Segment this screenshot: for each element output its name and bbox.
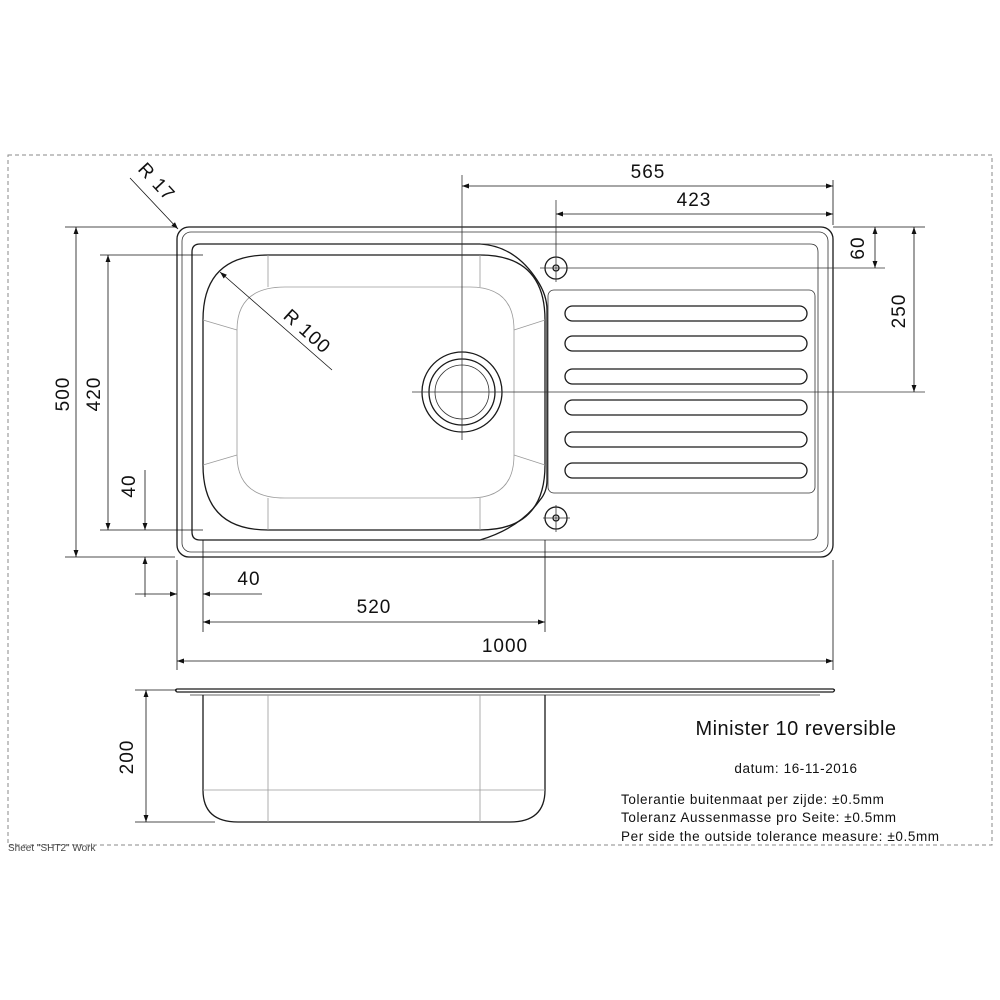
drainer-panel (547, 289, 816, 494)
bowl-outer (202, 254, 546, 531)
dim-label-420: 420 (84, 377, 105, 412)
dim-label-500: 500 (53, 377, 74, 412)
dimension-labels: 565 423 60 250 500 420 40 40 520 1000 R … (53, 159, 910, 774)
tolerance-dutch: Tolerantie buitenmaat per zijde: ±0.5mm (621, 792, 884, 807)
product-name: Minister 10 reversible (695, 718, 896, 740)
dim-label-40-vertical: 40 (119, 474, 140, 497)
dim-label-423: 423 (677, 190, 712, 211)
dim-label-r17: R 17 (133, 159, 178, 206)
dim-label-40-horizontal: 40 (237, 569, 260, 590)
drainer-grooves (564, 305, 808, 479)
dim-label-565: 565 (631, 162, 666, 183)
sink-upstand-outline (191, 243, 548, 541)
tolerance-english: Per side the outside tolerance measure: … (621, 829, 940, 844)
title-block: Minister 10 reversible datum: 16-11-2016… (621, 718, 940, 844)
tolerance-german: Toleranz Aussenmasse pro Seite: ±0.5mm (621, 810, 897, 825)
side-view-bowl (202, 695, 546, 823)
sink-side-view (174, 688, 836, 823)
sheet-label: Sheet "SHT2" Work (8, 843, 97, 854)
dim-label-520: 520 (357, 597, 392, 618)
dim-label-1000: 1000 (482, 636, 528, 657)
side-view-flange (174, 688, 836, 693)
bowl-inner (236, 286, 515, 499)
dimension-lines (65, 177, 925, 823)
dim-label-200: 200 (117, 740, 138, 775)
drawing-date: datum: 16-11-2016 (734, 761, 857, 776)
sink-top-view (176, 175, 925, 558)
dim-label-r100: R 100 (279, 305, 334, 358)
sheet-frame (7, 154, 993, 846)
dim-label-60: 60 (848, 236, 869, 259)
dim-label-250: 250 (889, 294, 910, 329)
